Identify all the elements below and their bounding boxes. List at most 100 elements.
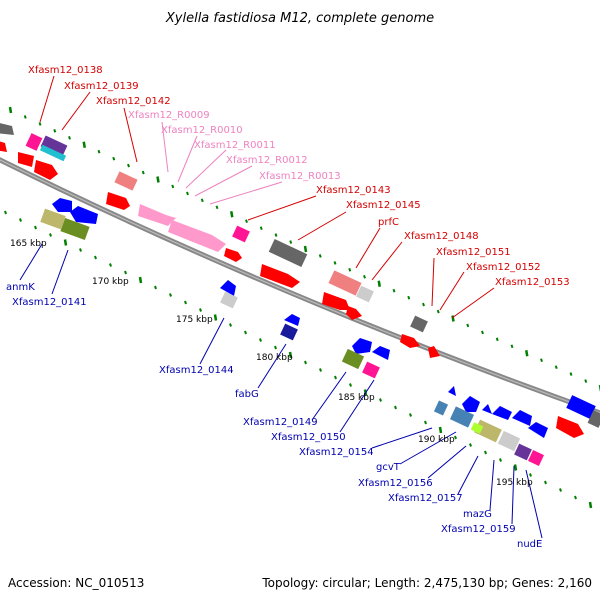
gene-label: Xfasm12_R0009 <box>128 110 210 121</box>
cog-box <box>449 406 475 428</box>
minor-tick <box>304 360 307 365</box>
scale-label: 175 kbp <box>176 315 213 325</box>
gene-label: prfC <box>378 217 399 228</box>
gene-label: Xfasm12_0153 <box>495 277 570 288</box>
gene-arrow <box>34 160 58 180</box>
minor-tick <box>94 255 97 260</box>
gene-arrow <box>284 314 300 326</box>
minor-tick <box>499 458 502 462</box>
minor-tick <box>436 309 440 314</box>
cog-box <box>25 133 43 151</box>
minor-tick <box>392 288 396 293</box>
forward-gene-labels: Xfasm12_0138 Xfasm12_0139 Xfasm12_0142 X… <box>28 65 570 288</box>
gene-label: anmK <box>6 282 35 293</box>
major-tick <box>588 501 593 509</box>
rna-gene-labels: Xfasm12_R0009 Xfasm12_R0010 Xfasm12_R001… <box>128 110 341 182</box>
gene-label: gcvT <box>376 462 401 473</box>
minor-tick <box>245 219 248 224</box>
cog-box <box>268 239 308 267</box>
minor-tick <box>215 205 219 210</box>
cog-box <box>114 171 138 191</box>
gene-arrow <box>352 338 372 354</box>
minor-tick <box>244 330 247 335</box>
gene-label: Xfasm12_0157 <box>388 493 463 504</box>
minor-tick <box>79 248 82 252</box>
minor-tick <box>127 163 130 168</box>
cog-box <box>587 410 600 428</box>
minor-tick <box>274 345 277 350</box>
gene-label: Xfasm12_0141 <box>12 297 87 308</box>
gene-label: nudE <box>517 539 542 550</box>
gene-label: Xfasm12_R0011 <box>194 140 276 151</box>
gene-label: Xfasm12_0151 <box>436 247 511 258</box>
gene-arrow <box>18 152 34 167</box>
minor-tick <box>394 405 397 410</box>
gene-arrow <box>106 192 130 210</box>
major-tick <box>63 239 68 246</box>
gene-label: Xfasm12_0150 <box>271 432 346 443</box>
major-tick <box>525 350 529 357</box>
minor-tick <box>199 308 202 312</box>
major-tick <box>451 315 455 322</box>
minor-tick <box>510 344 514 349</box>
minor-tick <box>559 488 562 492</box>
minor-tick <box>169 293 172 297</box>
cog-box <box>40 135 68 157</box>
minor-tick <box>259 226 263 230</box>
minor-tick <box>4 210 7 215</box>
minor-tick <box>186 191 189 196</box>
reverse-gene-labels: anmK Xfasm12_0141 Xfasm12_0144 fabG Xfas… <box>6 282 542 550</box>
minor-tick <box>584 379 588 383</box>
gene-arrow <box>556 416 584 438</box>
position-tick-rows <box>4 106 600 509</box>
gene-arrow <box>482 404 492 414</box>
minor-tick <box>484 450 487 455</box>
cog-box <box>497 430 521 452</box>
gene-arrow <box>52 198 72 212</box>
minor-tick <box>554 365 558 369</box>
minor-tick <box>23 115 27 119</box>
minor-tick <box>49 233 52 237</box>
minor-tick <box>53 129 57 133</box>
minor-tick <box>38 122 42 126</box>
gene-label: Xfasm12_R0013 <box>259 171 341 182</box>
major-tick <box>377 280 381 287</box>
map-title: Xylella fastidiosa M12, complete genome <box>165 11 434 26</box>
gene-label: Xfasm12_0156 <box>358 478 433 489</box>
gene-arrow <box>70 206 98 224</box>
scale-label: 165 kbp <box>10 239 47 249</box>
rna-arrow <box>168 220 226 252</box>
minor-tick <box>466 323 470 328</box>
minor-tick <box>363 274 366 279</box>
reverse-strand-features <box>40 198 548 466</box>
minor-tick <box>154 285 157 290</box>
gene-arrow <box>346 306 362 320</box>
minor-tick <box>97 149 101 154</box>
major-tick <box>82 141 86 148</box>
minor-tick <box>495 337 499 342</box>
minor-tick <box>349 383 352 387</box>
gene-arrow <box>428 346 440 358</box>
gene-arrow <box>492 406 512 420</box>
scale-label: 190 kbp <box>418 435 455 445</box>
minor-tick <box>200 198 204 203</box>
gene-arrow <box>322 292 350 310</box>
minor-tick <box>124 270 127 275</box>
scale-label: 195 kbp <box>496 478 533 488</box>
cog-box <box>566 395 596 419</box>
minor-tick <box>229 323 232 327</box>
major-tick <box>156 176 160 183</box>
minor-tick <box>379 398 382 402</box>
minor-tick <box>454 435 457 440</box>
gene-label: Xfasm12_0142 <box>96 96 171 107</box>
gene-arrow <box>220 280 236 296</box>
cog-box <box>356 285 374 303</box>
cog-box <box>341 348 365 370</box>
cog-box <box>220 291 238 309</box>
cog-box <box>328 270 362 296</box>
minor-tick <box>274 233 278 237</box>
minor-tick <box>407 295 411 300</box>
major-tick <box>230 211 234 218</box>
minor-tick <box>569 372 573 376</box>
